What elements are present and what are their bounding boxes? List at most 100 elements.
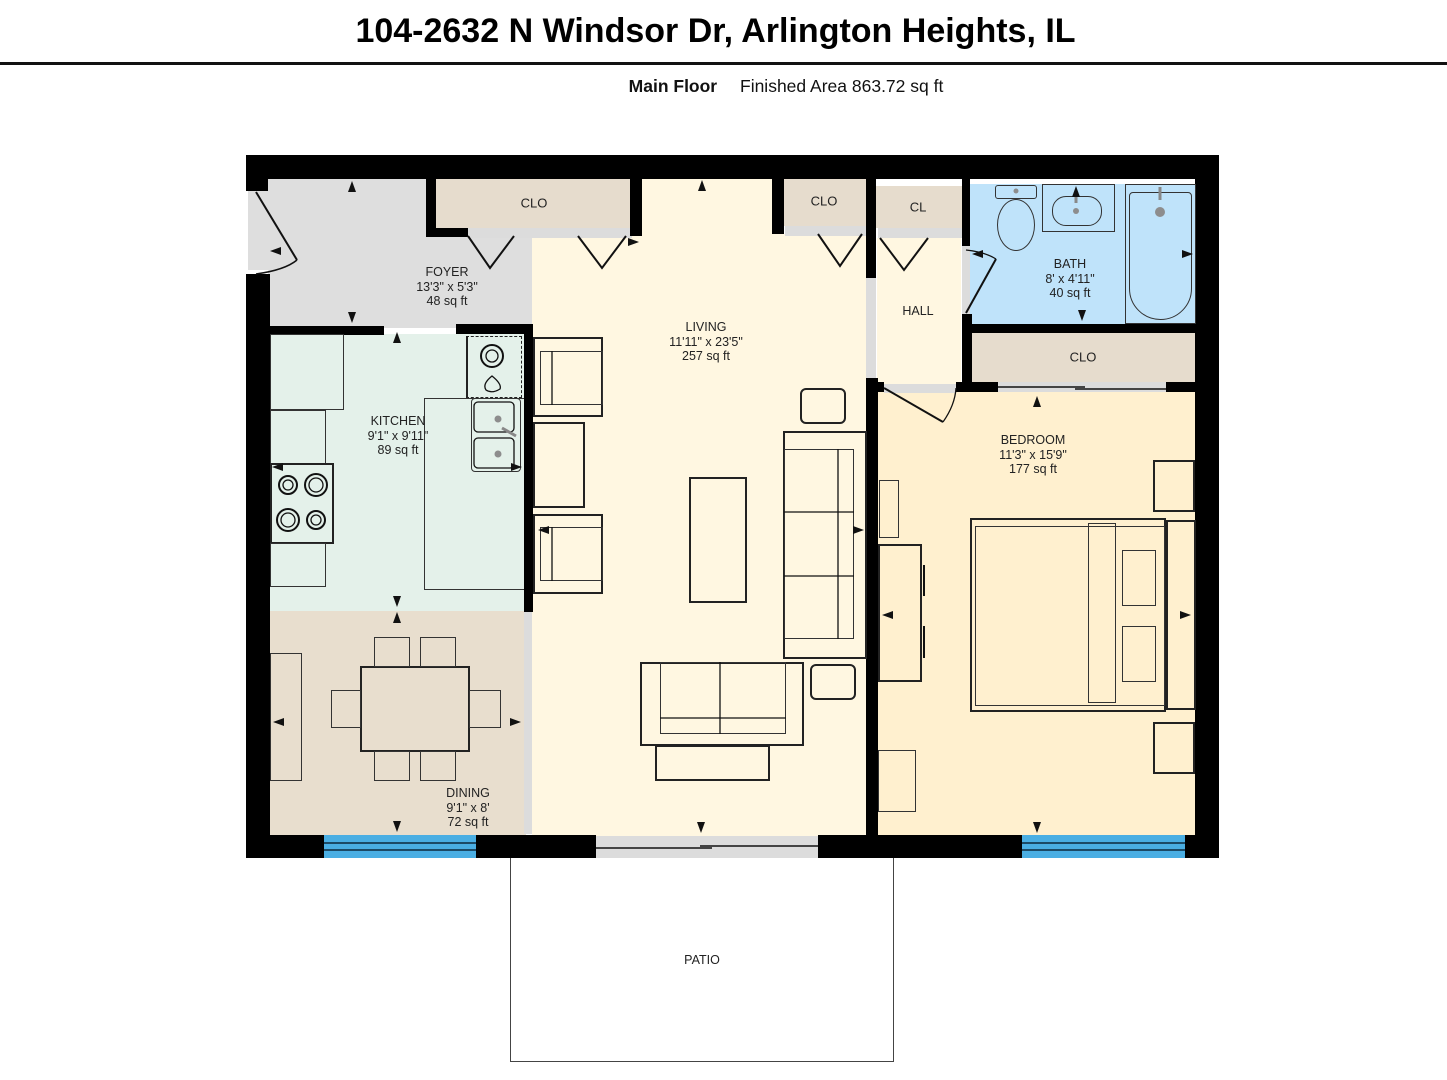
bedroom-bed-fold bbox=[1088, 523, 1116, 703]
living-ottoman bbox=[800, 388, 846, 424]
wall-bath-bottom bbox=[962, 324, 1198, 333]
room-area: 72 sq ft bbox=[447, 815, 489, 829]
arrow-down-icon bbox=[697, 822, 705, 833]
room-dimensions: 9'1" x 8' bbox=[446, 800, 490, 815]
living-closet-label: CLO bbox=[810, 193, 838, 209]
room-area: 40 sq ft bbox=[1049, 286, 1091, 300]
wall-foyer-closet-right bbox=[630, 178, 642, 236]
bedroom-closet-threshold bbox=[998, 382, 1166, 392]
arrow-left-icon bbox=[272, 463, 283, 471]
living-label: LIVING 11'11" x 23'5" 257 sq ft bbox=[669, 320, 743, 364]
wall-foyer-kitchen-right bbox=[456, 324, 532, 334]
wall-kitchen-living bbox=[524, 324, 533, 612]
kitchen-stove bbox=[270, 463, 334, 544]
room-area: 89 sq ft bbox=[377, 443, 419, 457]
dining-chair bbox=[374, 751, 410, 781]
room-name: BATH bbox=[1053, 257, 1087, 271]
foyer-closet-label: CLO bbox=[520, 195, 548, 211]
kitchen-label: KITCHEN 9'1" x 9'11" 89 sq ft bbox=[368, 414, 429, 458]
bath-label: BATH 8' x 4'11" 40 sq ft bbox=[1045, 257, 1094, 301]
arrow-up-icon bbox=[1072, 186, 1080, 197]
wall-left-upper bbox=[246, 155, 268, 191]
wall-bottom-mid2 bbox=[818, 835, 1022, 858]
arrow-up-icon bbox=[393, 332, 401, 343]
bedroom-closet-label: CLO bbox=[1069, 349, 1097, 365]
arrow-up-icon bbox=[1033, 396, 1041, 407]
room-area: 177 sq ft bbox=[1009, 462, 1057, 476]
bedroom-area bbox=[878, 392, 1196, 836]
wall-bottom-left bbox=[246, 835, 324, 858]
room-name: LIVING bbox=[685, 320, 727, 334]
dining-sideboard bbox=[270, 653, 302, 781]
room-dimensions: 9'1" x 9'11" bbox=[367, 428, 429, 443]
kitchen-sink bbox=[471, 398, 521, 472]
foyer-entry-alcove bbox=[248, 190, 270, 270]
arrow-down-icon bbox=[348, 312, 356, 323]
patio-label: PATIO bbox=[684, 953, 720, 968]
room-name: DINING bbox=[446, 786, 490, 800]
patio-door-threshold bbox=[596, 836, 818, 858]
arrow-right-icon bbox=[1182, 250, 1193, 258]
floor-name: Main Floor bbox=[628, 76, 718, 96]
room-area: 257 sq ft bbox=[682, 349, 730, 363]
living-armchair-seat bbox=[540, 527, 603, 581]
wall-closet-bottom-right bbox=[1166, 382, 1196, 392]
wall-closet-bottom-left bbox=[956, 382, 998, 392]
arrow-left-icon bbox=[538, 526, 549, 534]
living-closet bbox=[782, 176, 866, 226]
hall-closet-label: CL bbox=[909, 199, 927, 215]
hall-bedroom-threshold bbox=[884, 384, 956, 393]
closet-threshold bbox=[785, 226, 867, 236]
dining-chair bbox=[469, 690, 501, 728]
foyer-closet bbox=[436, 178, 632, 228]
bedroom-bed bbox=[970, 518, 1166, 712]
wall-hall-right-lower bbox=[962, 314, 972, 392]
room-area: 48 sq ft bbox=[426, 294, 468, 308]
bedroom-closet bbox=[971, 332, 1196, 382]
wall-foyer-closet-bottom bbox=[426, 228, 468, 237]
hall-living-opening bbox=[866, 278, 876, 378]
wall-left-lower bbox=[246, 274, 270, 858]
wall-foyer-kitchen-left bbox=[268, 326, 384, 335]
arrow-left-icon bbox=[882, 611, 893, 619]
arrow-left-icon bbox=[270, 247, 281, 255]
bedroom-nightstand bbox=[1153, 722, 1195, 774]
arrow-left-icon bbox=[972, 250, 983, 258]
room-name: HALL bbox=[902, 304, 934, 318]
title-divider bbox=[0, 62, 1447, 65]
living-armchair-seat bbox=[540, 351, 603, 405]
bath-sink-basin bbox=[1052, 196, 1102, 226]
bath-toilet-tank bbox=[995, 185, 1037, 199]
bath-tub bbox=[1125, 184, 1196, 324]
bedroom-desk bbox=[878, 750, 916, 812]
bedroom-dresser bbox=[878, 544, 922, 682]
room-name: BEDROOM bbox=[1000, 433, 1066, 447]
closet-threshold bbox=[878, 228, 962, 238]
bedroom-bed-blanket bbox=[975, 526, 1165, 706]
arrow-right-icon bbox=[628, 238, 639, 246]
room-dimensions: 13'3" x 5'3" bbox=[416, 279, 478, 294]
dining-chair bbox=[374, 637, 410, 667]
living-sofa-cushions bbox=[784, 449, 854, 639]
arrow-right-icon bbox=[510, 718, 521, 726]
kitchen-fridge bbox=[270, 334, 344, 410]
page-title: 104-2632 N Windsor Dr, Arlington Heights… bbox=[355, 12, 1076, 50]
arrow-down-icon bbox=[393, 596, 401, 607]
dining-chair bbox=[420, 751, 456, 781]
bedroom-pillow bbox=[1122, 550, 1156, 606]
arrow-right-icon bbox=[853, 526, 864, 534]
dining-table bbox=[360, 666, 470, 752]
dining-chair bbox=[331, 690, 361, 728]
arrow-up-icon bbox=[393, 612, 401, 623]
wall-right bbox=[1195, 155, 1219, 858]
arrow-down-icon bbox=[393, 821, 401, 832]
wall-hall-left-upper bbox=[866, 178, 876, 278]
closet-threshold bbox=[468, 228, 632, 238]
bedroom-window bbox=[1022, 835, 1185, 858]
arrow-up-icon bbox=[348, 181, 356, 192]
patio-area bbox=[510, 858, 894, 1062]
bath-door-threshold bbox=[962, 246, 970, 314]
hall-closet bbox=[876, 186, 962, 228]
wall-bottom-right bbox=[1185, 835, 1219, 858]
